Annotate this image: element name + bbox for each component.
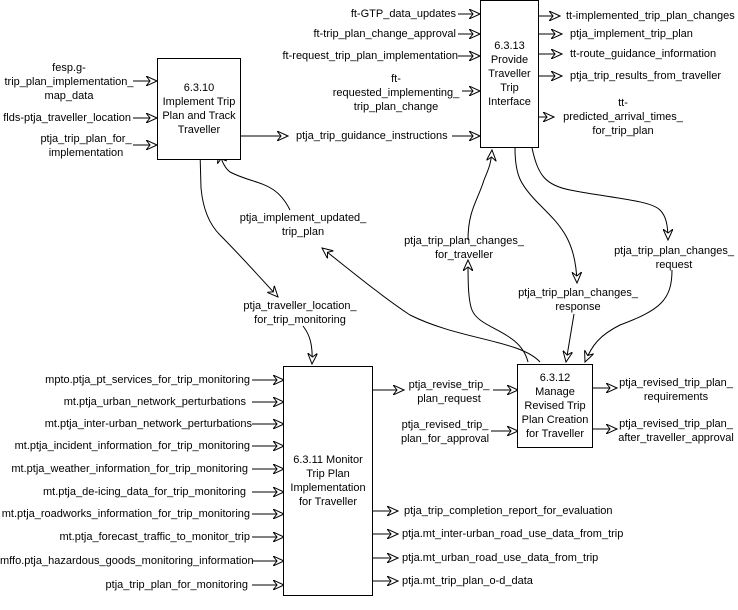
flow-label: flds-ptja_traveller_location [3,112,131,124]
flow-label: ptja.mt_urban_road_use_data_from_trip [402,552,599,564]
process-line: Trip [500,82,519,94]
flow-arrow [585,269,673,362]
process-6-3-11[interactable]: 6.3.11 Monitor Trip Plan Implementation … [283,366,373,596]
process-line: 6.3.10 [183,82,215,94]
process-line: Manage [535,386,575,398]
flow-arrow [531,147,668,240]
process-line: 6.3.12 [539,372,571,384]
flow-arrow [322,248,541,363]
flow-arrow [467,150,492,241]
flow-label: ptja_traveller_location_for_trip_monitor… [243,300,357,326]
flow-label: mt.ptja_de-icing_data_for_trip_monitorin… [42,486,246,498]
flow-label: ptja_revised_trip_plan_requirements [619,377,733,403]
flow-label: mt.ptja_weather_information_for_trip_mon… [11,463,248,475]
flow-arrow [199,151,278,297]
flow-label: ft-trip_plan_change_approval [313,28,457,40]
process-line: Traveller [488,68,531,80]
flow-label: fesp.g-trip_plan_implementation_map_data [4,62,134,102]
flow-label: ft-GTP_data_updates [350,8,456,20]
process-6-3-13[interactable]: 6.3.13 Provide Traveller Trip Interface [480,0,539,148]
process-line: Plan Creation [521,414,589,426]
flow-label: ptja_implement_updated_trip_plan [239,212,367,238]
process-line: for Traveller [298,496,358,508]
process-line: for Traveller [525,428,585,440]
flow-label: ptja_trip_plan_changes_response [518,287,638,313]
flow-label: tt-predicted_arrival_times_for_trip_plan [563,97,683,137]
process-line: Traveller [177,124,221,136]
flow-label: ptja_trip_plan_changes_request [614,245,734,271]
flow-label: tt-route_guidance_information [570,48,717,60]
flow-label: ptja_trip_plan_for_implementation [40,133,132,159]
flow-label: ptja_trip_completion_report_for_evaluati… [404,505,613,517]
process-line: Implement Trip [162,96,236,108]
process-line: Plan and Track [162,110,236,122]
flow-label: ptja_revised_trip_plan_after_traveller_a… [618,418,734,444]
flow-label: ptja_trip_results_from_traveller [570,70,722,82]
flow-arrow [514,147,577,283]
flow-label: ptja_implement_trip_plan [570,28,693,40]
flow-label: ptja.mt_trip_plan_o-d_data [402,575,533,587]
flow-arrow [468,260,529,363]
flow-label: mt.ptja_forecast_traffic_to_monitor_trip [59,531,250,543]
flow-label: ptja_revised_trip_plan_for_approval [400,419,490,445]
process-line: Provide [490,54,529,66]
process-6-3-12[interactable]: 6.3.12 Manage Revised Trip Plan Creation… [517,364,593,448]
flow-arrow [219,152,291,211]
flow-label: mt.ptja_incident_information_for_trip_mo… [14,440,250,452]
flow-label: ft-request_trip_plan_implementation [282,50,459,62]
process-line: 6.3.11 Monitor [293,454,363,466]
flow-label: ptja_trip_guidance_instructions [296,130,448,142]
flow-label: mpto.ptja_pt_services_for_trip_monitorin… [45,374,250,386]
process-6-3-10[interactable]: 6.3.10 Implement Trip Plan and Track Tra… [157,58,241,160]
flow-label: ft-requested_implementing_trip_plan_chan… [332,73,460,113]
flow-label: mffo.ptja_hazardous_goods_monitoring_inf… [0,555,254,567]
flow-label: ptja_revise_trip_plan_request [408,379,490,405]
flow-label: ptja_trip_plan_changes_for_traveller [404,235,524,261]
flow-arrow [566,313,575,362]
flow-arrow [302,325,312,364]
flow-label: mt.ptja_inter-urban_network_perturbation… [44,418,252,430]
process-line: Revised Trip [524,400,586,412]
flow-label: mt.ptja_roadworks_information_for_trip_m… [1,508,250,520]
flow-label: ptja_trip_plan_for_monitoring [105,579,248,591]
process-line: Interface [488,96,531,108]
process-line: Implementation [290,482,366,494]
flow-label: mt.ptja_urban_network_perturbations [63,396,246,408]
process-line: 6.3.13 [494,40,525,52]
flow-label: tt-implemented_trip_plan_changes [566,10,735,22]
flow-label: ptja.mt_inter-urban_road_use_data_from_t… [402,528,624,540]
process-line: Trip Plan [306,468,350,480]
